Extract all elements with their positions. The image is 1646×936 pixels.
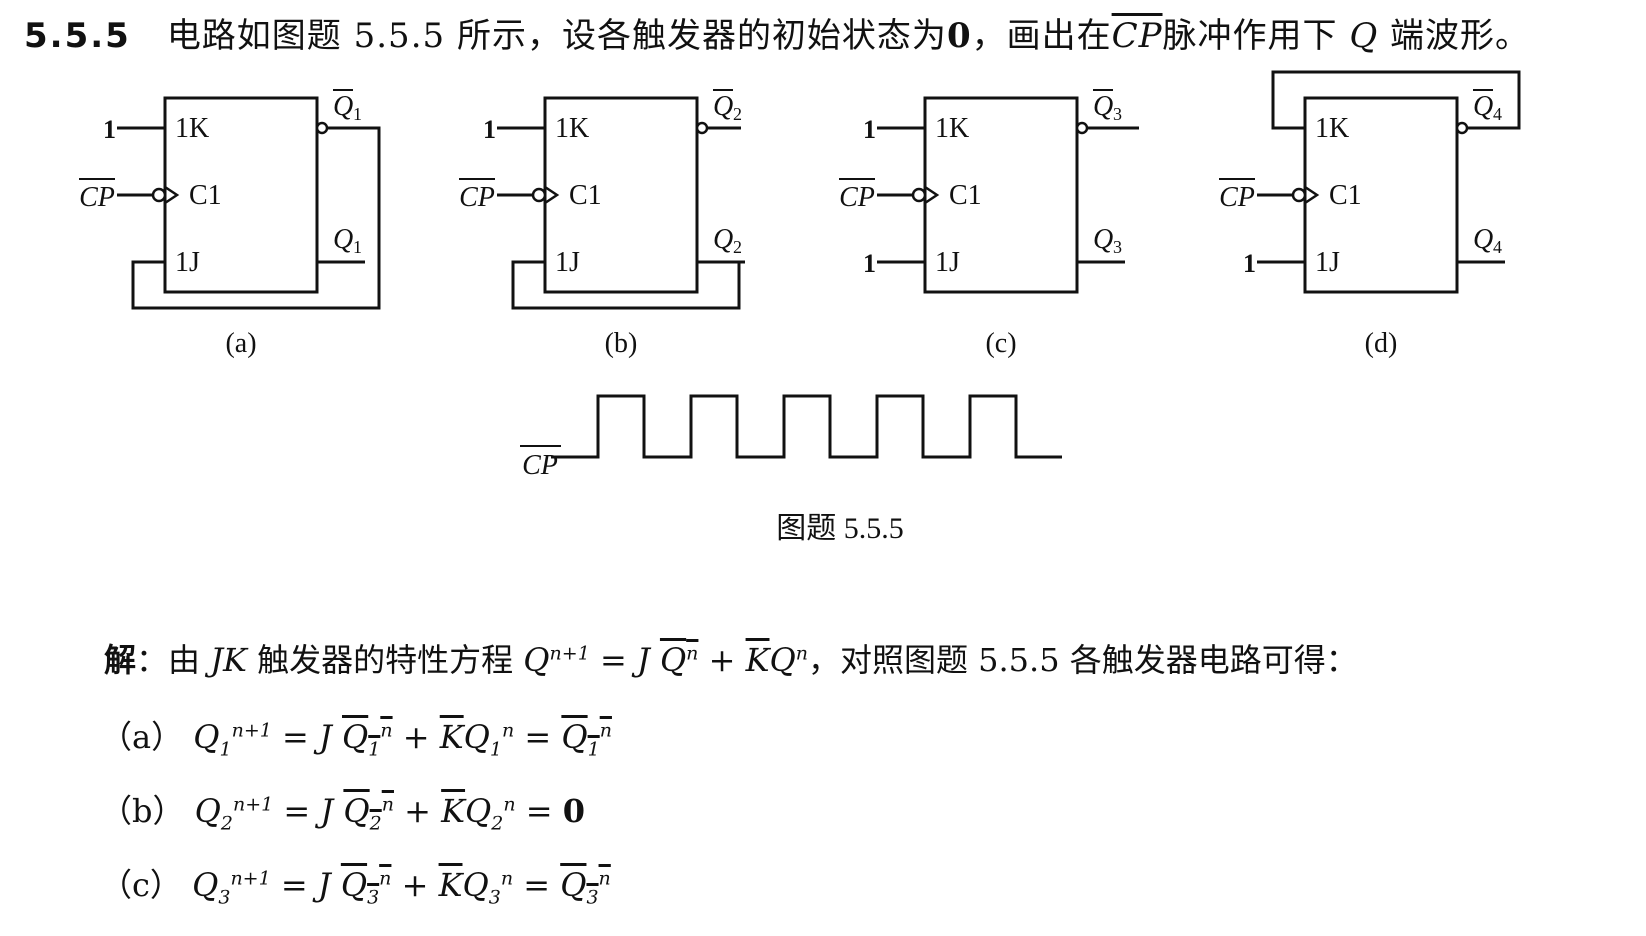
clock-triangle — [164, 185, 180, 205]
cp-input-label: CP — [459, 182, 495, 213]
qbar-subscript: 3 — [1113, 104, 1122, 124]
pin-c-label: C1 — [949, 180, 982, 211]
q-subscript: 3 — [1113, 237, 1122, 257]
pin-j-label: 1J — [1315, 247, 1340, 278]
q-output-label: Q — [1093, 224, 1113, 255]
jk-label: JK — [210, 641, 247, 679]
qbar-output-label: Q — [713, 91, 733, 122]
waveform-label: CP — [522, 450, 558, 481]
pin-k-label: 1K — [555, 113, 589, 144]
qbar-subscript: 2 — [733, 104, 742, 124]
problem-number: 5.5.5 — [24, 16, 131, 56]
line-tag-b: （b） — [100, 792, 185, 830]
qbar-bubble — [1455, 121, 1469, 135]
clock-triangle — [924, 185, 940, 205]
qbar-bubble — [315, 121, 329, 135]
circuit-caption: (b) — [605, 328, 638, 359]
solution-intro-before: ：由 — [136, 641, 201, 679]
clock-triangle — [544, 185, 560, 205]
problem-text-mid: ，画出在 — [971, 16, 1112, 56]
solution-intro: 解：由 JK 触发器的特性方程 Qn+1 = J Qn + KQn，对照图题 5… — [104, 635, 1358, 681]
feedback-wire — [1271, 70, 1521, 130]
k-input-value: 1 — [483, 115, 496, 144]
pin-k-label: 1K — [935, 113, 969, 144]
pin-j-label: 1J — [935, 247, 960, 278]
figure-caption: 图题 5.5.5 — [776, 512, 904, 545]
clock-triangle — [1304, 185, 1320, 205]
solution-line-c: （c） Q3n+1 = J Q3n + KQ3n = Q3n — [100, 866, 611, 909]
problem-text-end: 端波形。 — [1390, 16, 1531, 56]
qbar-bubble — [695, 121, 709, 135]
line-tag-c: （c） — [100, 866, 182, 904]
cp-inverter-bubble — [531, 187, 547, 203]
cp-bar-label: CP — [1111, 16, 1163, 56]
solution-label: 解 — [104, 641, 137, 679]
j-input-value: 1 — [863, 249, 876, 278]
q-output-label: Q — [1473, 224, 1493, 255]
cp-inverter-bubble — [911, 187, 927, 203]
solution-intro-after: ，对照图题 5.5.5 各触发器电路可得： — [807, 641, 1358, 679]
q-subscript: 1 — [353, 237, 362, 257]
pin-c-label: C1 — [1329, 180, 1362, 211]
cp-input-label: CP — [1219, 182, 1255, 213]
pin-k-label: 1K — [175, 113, 209, 144]
q-subscript: 4 — [1493, 237, 1502, 257]
problem-text-after: 脉冲作用下 — [1162, 16, 1338, 56]
pin-c-label: C1 — [189, 180, 222, 211]
initial-state: 0 — [946, 16, 972, 56]
solution-intro-mid: 触发器的特性方程 — [257, 641, 514, 679]
pin-j-label: 1J — [555, 247, 580, 278]
circuit-caption: (d) — [1365, 328, 1398, 359]
cp-inverter-bubble — [1291, 187, 1307, 203]
q-output-label: Q — [713, 224, 733, 255]
problem-statement: 5.5.5 电路如图题 5.5.5 所示，设各触发器的初始状态为0，画出在CP脉冲… — [24, 8, 1530, 57]
feedback-wire — [511, 260, 745, 310]
j-input-value: 1 — [1243, 249, 1256, 278]
cp-inverter-bubble — [151, 187, 167, 203]
pin-j-label: 1J — [175, 247, 200, 278]
q-subscript: 2 — [733, 237, 742, 257]
pin-c-label: C1 — [569, 180, 602, 211]
cp-input-label: CP — [79, 182, 115, 213]
waveform-trace — [551, 394, 1062, 459]
circuit-caption: (c) — [985, 328, 1016, 359]
qbar-output-label: Q — [1093, 91, 1113, 122]
k-input-value: 1 — [103, 115, 116, 144]
feedback-wire — [131, 126, 381, 310]
q-output-label: Q — [333, 224, 353, 255]
line-tag-a: （a） — [100, 718, 184, 756]
pin-k-label: 1K — [1315, 113, 1349, 144]
cp-waveform: CP — [520, 394, 1062, 481]
result-b: 0 — [562, 792, 586, 830]
solution-line-a: （a） Q1n+1 = J Q1n + KQ1n = Q1n — [100, 718, 612, 761]
qbar-output-label: Q — [1473, 91, 1493, 122]
k-input-value: 1 — [863, 115, 876, 144]
circuit-caption: (a) — [225, 328, 256, 359]
characteristic-equation: Qn+1 = J Qn + KQn — [523, 641, 808, 679]
cp-input-label: CP — [839, 182, 875, 213]
q-label: Q — [1349, 16, 1379, 56]
qbar-output-label: Q — [333, 91, 353, 122]
solution-line-b: （b） Q2n+1 = J Q2n + KQ2n = 0 — [100, 792, 586, 835]
qbar-subscript: 1 — [353, 104, 362, 124]
qbar-bubble — [1075, 121, 1089, 135]
problem-text-before: 电路如图题 5.5.5 所示，设各触发器的初始状态为 — [166, 16, 947, 56]
qbar-subscript: 4 — [1493, 104, 1502, 124]
